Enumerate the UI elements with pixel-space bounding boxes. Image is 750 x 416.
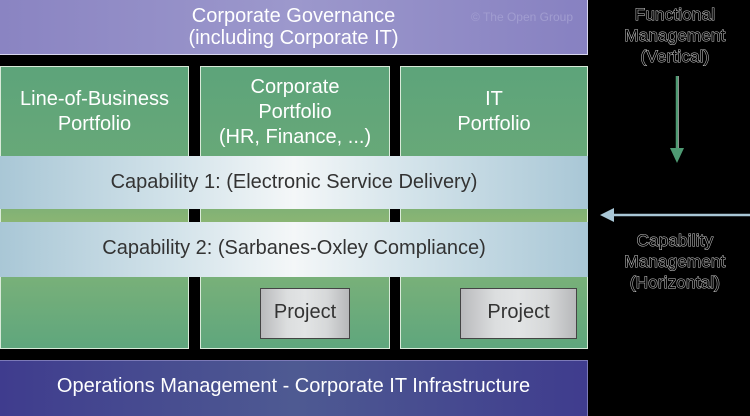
vertical-arrow-icon — [670, 76, 684, 163]
capability-1-band: Capability 1: (Electronic Service Delive… — [0, 156, 588, 209]
label-line: Capability — [636, 231, 714, 251]
portfolio-label-line: IT — [485, 88, 503, 110]
label-line: Management — [624, 252, 726, 272]
label-line: (Horizontal) — [629, 273, 721, 293]
functional-management-label: Functional Management (Vertical) — [600, 4, 750, 67]
label-line: Functional — [634, 5, 716, 25]
portfolio-label-line: Corporate — [250, 76, 340, 98]
portfolio-label-line: Line-of-Business — [20, 88, 169, 110]
horizontal-arrow-icon — [600, 208, 750, 222]
portfolio-label-line: Portfolio — [57, 113, 132, 135]
portfolio-label-line: Portfolio — [457, 113, 531, 135]
portfolio-label-line: (HR, Finance, ...) — [218, 126, 372, 148]
project-box-corporate: Project — [260, 288, 350, 339]
capability-2-band: Capability 2: (Sarbanes-Oxley Compliance… — [0, 222, 588, 277]
label-line: Management — [624, 26, 726, 46]
governance-subtitle: (including Corporate IT) — [188, 27, 399, 49]
operations-management-bar: Operations Management - Corporate IT Inf… — [0, 360, 588, 416]
label-line: (Vertical) — [640, 47, 710, 67]
governance-title: Corporate Governance — [191, 5, 396, 27]
corporate-governance-bar: Corporate Governance (including Corporat… — [0, 0, 588, 55]
portfolio-label-line: Portfolio — [258, 101, 332, 123]
capability-management-label: Capability Management (Horizontal) — [600, 230, 750, 293]
copyright-notice: © The Open Group — [470, 10, 573, 24]
project-box-it: Project — [460, 288, 577, 339]
